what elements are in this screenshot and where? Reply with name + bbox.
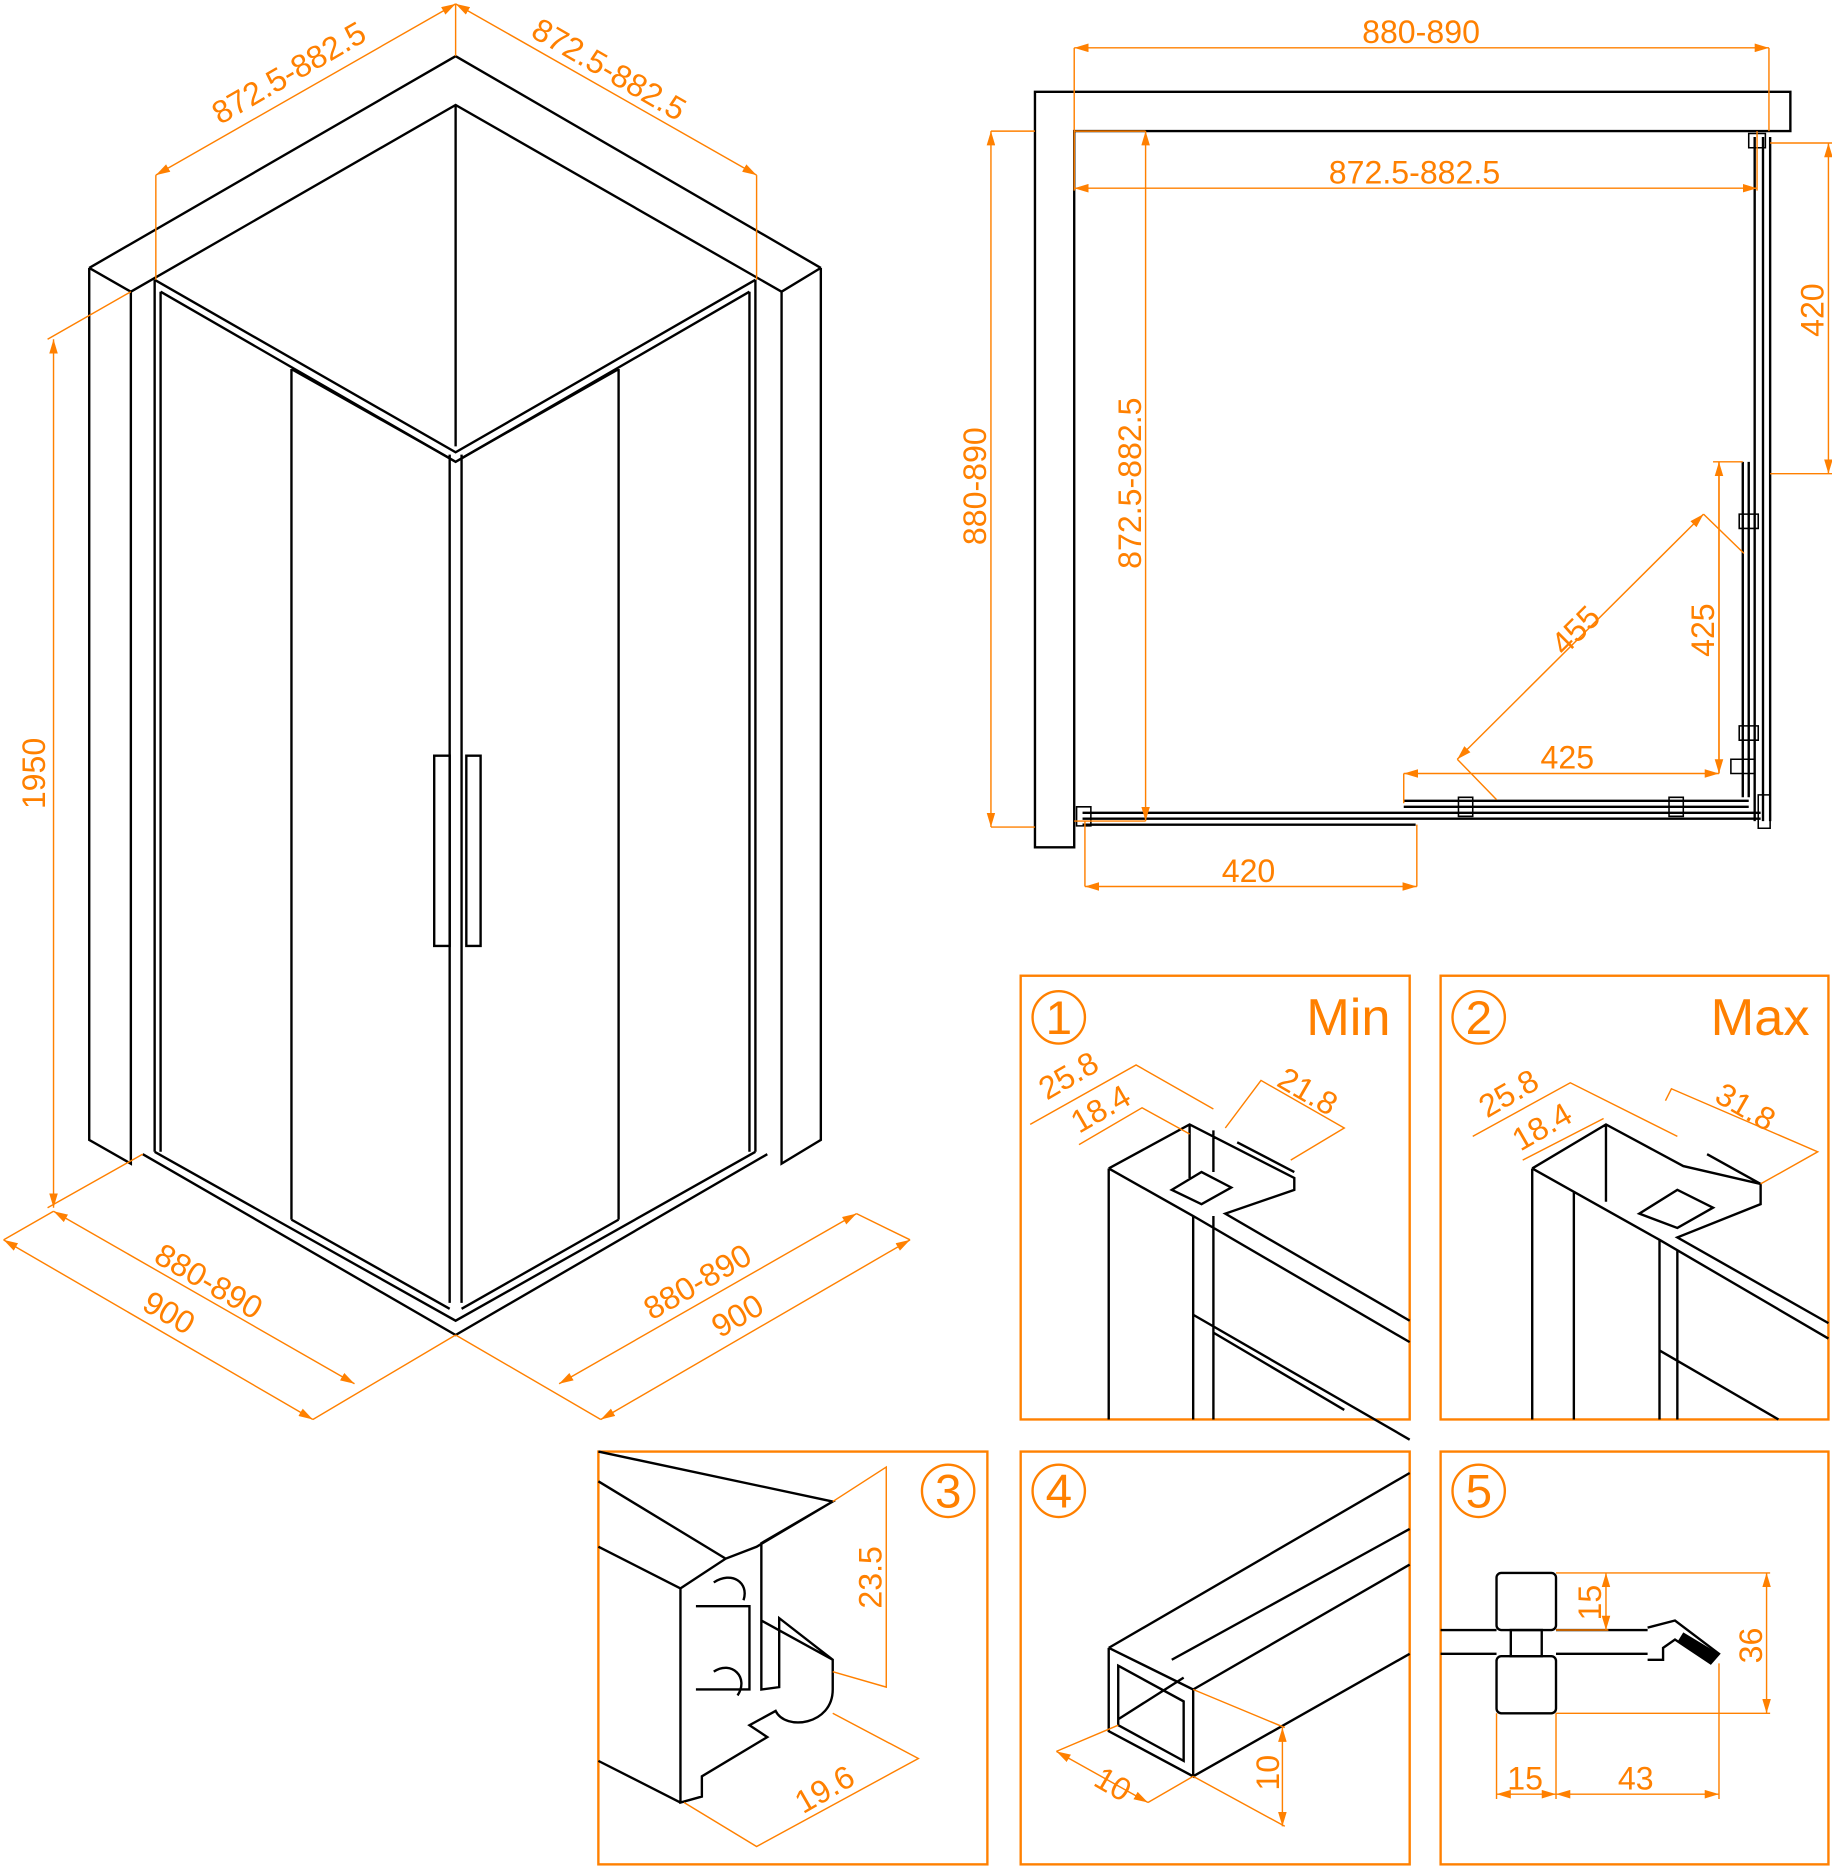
dimension-label: 4: [1046, 1465, 1072, 1518]
dimension-label: 31.8: [1710, 1076, 1782, 1138]
plan-view: 880-890 872.5-882.5 880-890 872.5-882.5 …: [957, 14, 1832, 891]
dimension-label: 43: [1618, 1760, 1654, 1796]
dim-plan-bottom-panel: 420: [1222, 853, 1276, 889]
detail-5-seal: 5 15 36 15 43: [1439, 1450, 1830, 1866]
dimension-label: Min: [1306, 989, 1390, 1047]
isometric-view: 872.5-882.5 872.5-882.5 1950 880-890 900…: [3, 3, 911, 1421]
handle-right: [465, 754, 482, 948]
dimension-label: 15: [1572, 1585, 1608, 1621]
detail-4-tube: 4 10 10: [1019, 1450, 1411, 1866]
dimension-label: 2: [1466, 992, 1492, 1045]
dim-plan-top-inner: 872.5-882.5: [1329, 154, 1500, 190]
detail-3-profile: 3 23.5 19.6: [597, 1450, 989, 1866]
dimension-label: 36: [1733, 1628, 1769, 1664]
dim-plan-entry-vertical: 425: [1685, 603, 1721, 657]
dimension-label: 1: [1046, 992, 1072, 1045]
dim-plan-left-inner: 872.5-882.5: [1112, 397, 1148, 568]
dim-plan-entry-horizontal: 425: [1541, 740, 1595, 776]
dim-plan-entry-diagonal: 455: [1544, 599, 1607, 662]
dim-plan-right-panel: 420: [1795, 283, 1831, 337]
dimension-label: 3: [935, 1465, 961, 1518]
detail-2-max: 2 Max 25.8 18.4 31.8: [1439, 974, 1830, 1421]
dim-plan-top-outer: 880-890: [1362, 14, 1480, 50]
dim-top-left: 872.5-882.5: [206, 14, 372, 131]
dimension-label: 23.5: [853, 1546, 889, 1609]
dimension-label: 21.8: [1272, 1060, 1344, 1122]
dimension-label: 15: [1507, 1760, 1543, 1796]
dim-bottom-left-outer: 900: [137, 1284, 201, 1342]
dimension-label: 5: [1466, 1465, 1492, 1518]
dimension-label: 19.6: [788, 1758, 860, 1820]
handle-left: [433, 754, 451, 948]
dimension-label: Max: [1711, 989, 1810, 1047]
dim-plan-left-outer: 880-890: [957, 427, 993, 545]
dim-height: 1950: [16, 738, 52, 809]
dimension-label: 10: [1089, 1760, 1138, 1809]
dimension-label: 10: [1250, 1755, 1286, 1791]
detail-1-min: 1 Min 25.8 18.4 21.8: [1019, 974, 1411, 1441]
